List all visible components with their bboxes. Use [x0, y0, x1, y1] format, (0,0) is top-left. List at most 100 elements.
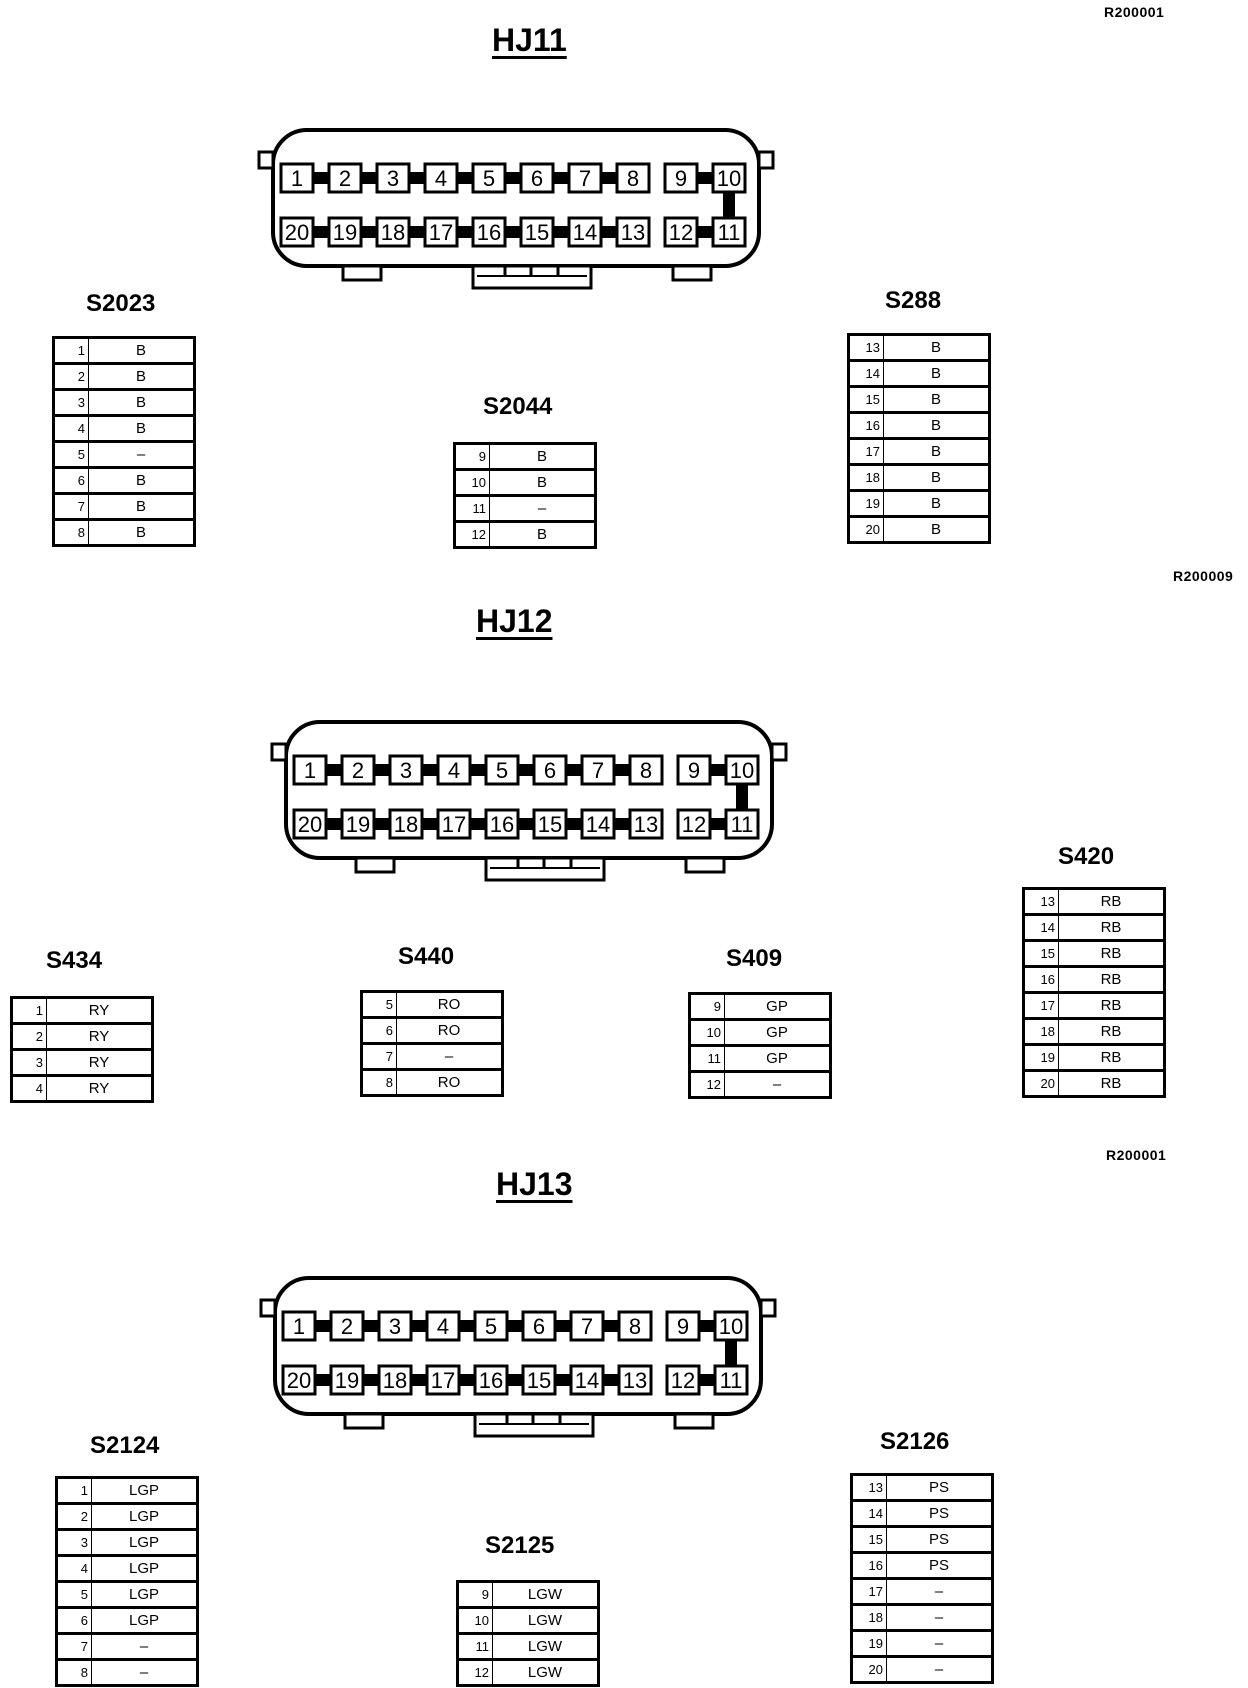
housing-tab	[354, 856, 396, 874]
wire-color: RY	[46, 1075, 153, 1103]
pin-link	[411, 1320, 427, 1332]
pin-number: 9	[689, 993, 725, 1021]
pin-cavity	[281, 1310, 317, 1342]
pin-number: 4	[11, 1075, 47, 1103]
splice-title: S2125	[485, 1532, 555, 1559]
pin-label: 19	[346, 812, 370, 837]
pin-cavity	[532, 808, 568, 840]
pin-label: 19	[335, 1368, 359, 1393]
pin-cavity	[329, 1310, 365, 1342]
pin-link	[601, 226, 617, 238]
pin-label: 6	[533, 1314, 545, 1339]
pin-number: 12	[457, 1659, 493, 1687]
pin-label: 9	[677, 1314, 689, 1339]
wire-color: –	[886, 1656, 993, 1684]
pin-number: 8	[361, 1069, 397, 1097]
pin-label: 2	[341, 1314, 353, 1339]
pin-label: 6	[531, 166, 543, 191]
pin-cavity	[628, 754, 664, 786]
pin-number: 14	[851, 1500, 887, 1528]
splice-title: S288	[885, 287, 942, 314]
pin-cavity	[663, 162, 699, 194]
wire-color: LGW	[492, 1581, 599, 1609]
pin-cavity	[327, 216, 363, 248]
wire-color: B	[883, 516, 990, 544]
pin-label: 17	[442, 812, 466, 837]
table-row: 5–	[53, 441, 195, 469]
pin-number: 9	[457, 1581, 493, 1609]
pin-link	[555, 1374, 571, 1386]
pin-cavity	[423, 216, 459, 248]
housing-tab	[684, 856, 726, 874]
pin-link	[457, 172, 473, 184]
wire-color: LGP	[91, 1529, 198, 1557]
pin-link	[566, 818, 582, 830]
wire-color: –	[724, 1071, 831, 1099]
pin-link	[470, 764, 486, 776]
pin-cavity	[567, 216, 603, 248]
pin-cavity	[484, 808, 520, 840]
pin-number: 7	[361, 1043, 397, 1071]
wire-color: B	[88, 493, 195, 521]
pin-link	[518, 818, 534, 830]
pin-label: 11	[720, 1368, 743, 1393]
pin-cavity	[375, 216, 411, 248]
pin-link	[614, 764, 630, 776]
pin-number: 11	[689, 1045, 725, 1073]
housing-tab	[671, 264, 713, 282]
pin-cavity	[519, 216, 555, 248]
wire-color: –	[396, 1043, 503, 1071]
pin-link	[553, 226, 569, 238]
pin-number: 16	[851, 1552, 887, 1580]
pin-cavity	[425, 1310, 461, 1342]
pin-link	[409, 226, 425, 238]
pin-label: 3	[389, 1314, 401, 1339]
pin-label: 16	[477, 220, 501, 245]
pin-cavity	[281, 1364, 317, 1396]
pin-cavity	[377, 1310, 413, 1342]
pin-label: 1	[293, 1314, 305, 1339]
pin-label: 4	[435, 166, 447, 191]
table-row: 11–	[454, 495, 596, 523]
pin-link	[566, 764, 582, 776]
pin-number: 14	[848, 360, 884, 388]
pin-number: 1	[56, 1477, 92, 1505]
pin-bridge	[725, 1340, 737, 1366]
pin-link	[422, 818, 438, 830]
pin-link	[457, 226, 473, 238]
wire-color: LGP	[91, 1581, 198, 1609]
reference-code: R200001	[1104, 4, 1165, 20]
side-latch	[757, 150, 775, 170]
pin-cavity	[569, 1310, 605, 1342]
side-latch	[257, 150, 275, 170]
pin-bridge	[736, 784, 748, 810]
pin-label: 18	[394, 812, 418, 837]
pin-cavity	[567, 162, 603, 194]
wire-color: B	[883, 464, 990, 492]
pin-number: 17	[1023, 992, 1059, 1020]
pin-label: 12	[682, 812, 706, 837]
pin-label: 2	[352, 758, 364, 783]
pin-link	[361, 172, 377, 184]
pin-number: 13	[1023, 888, 1059, 916]
pin-cavity	[377, 1364, 413, 1396]
wire-color: –	[886, 1604, 993, 1632]
pin-link	[553, 172, 569, 184]
pin-number: 11	[454, 495, 490, 523]
pin-cavity	[425, 1364, 461, 1396]
pin-number: 2	[56, 1503, 92, 1531]
